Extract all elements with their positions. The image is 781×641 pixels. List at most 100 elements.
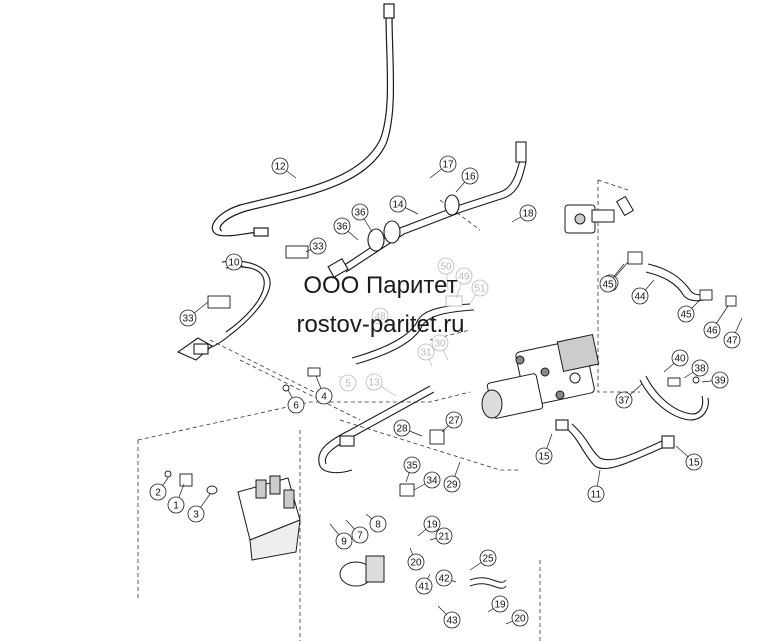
- callout-29: 29: [443, 461, 461, 493]
- callout-circle: [403, 456, 421, 474]
- callout-circle: [335, 532, 353, 550]
- callout-circle: [443, 611, 461, 629]
- callout-45: 45: [599, 263, 625, 293]
- callout-circle: [587, 485, 605, 503]
- callout-number: 33: [312, 242, 324, 253]
- callout-circle: [271, 157, 289, 175]
- callout-number: 31: [420, 348, 432, 359]
- callout-number: 43: [446, 616, 458, 627]
- callout-number: 34: [426, 476, 438, 487]
- callout-circle: [309, 237, 327, 255]
- callout-circle: [471, 279, 489, 297]
- callout-circle: [491, 595, 509, 613]
- callout-number: 13: [368, 378, 380, 389]
- callout-17: 17: [429, 155, 457, 179]
- callout-circle: [365, 373, 383, 391]
- callout-circle: [389, 195, 407, 213]
- callout-number: 3: [193, 510, 199, 521]
- callout-51: 51: [469, 279, 489, 305]
- callout-number: 25: [482, 554, 494, 565]
- pipe-13: [318, 385, 435, 474]
- watermark-company: ООО Паритет: [303, 272, 458, 299]
- callout-circle: [511, 609, 529, 627]
- callout-39: 39: [701, 371, 729, 389]
- callout-circle: [393, 419, 411, 437]
- callout-37: 37: [615, 383, 643, 409]
- callout-number: 36: [336, 222, 348, 233]
- callout-6: 6: [287, 389, 305, 414]
- callout-circle: [479, 549, 497, 567]
- callout-circle: [455, 267, 473, 285]
- callout-circle: [351, 203, 369, 221]
- relief-valve: [564, 195, 635, 234]
- callout-circle: [445, 411, 463, 429]
- callout-number: 19: [426, 520, 438, 531]
- callout-circle: [671, 349, 689, 367]
- callout-circle: [167, 496, 185, 514]
- callout-number: 20: [410, 558, 422, 569]
- callout-circle: [723, 331, 741, 349]
- callout-number: 35: [406, 461, 418, 472]
- callout-16: 16: [455, 167, 479, 193]
- callout-circle: [333, 217, 351, 235]
- callout-number: 20: [514, 614, 526, 625]
- callout-7: 7: [345, 519, 369, 544]
- callout-circle: [615, 391, 633, 409]
- callout-31: 31: [417, 343, 435, 367]
- callout-18: 18: [511, 204, 537, 223]
- callout-number: 15: [538, 452, 550, 463]
- callout-circle: [443, 475, 461, 493]
- callout-25: 25: [469, 549, 497, 571]
- callout-15: 15: [675, 445, 703, 471]
- callout-3: 3: [187, 493, 211, 523]
- callout-circle: [371, 307, 389, 325]
- callout-15: 15: [535, 433, 553, 465]
- watermark-site: rostov-paritet.ru: [296, 311, 465, 338]
- callout-circle: [435, 527, 453, 545]
- hydraulic-pump: [481, 333, 600, 419]
- callout-number: 21: [438, 532, 450, 543]
- callout-42: 42: [435, 569, 457, 587]
- callout-number: 7: [357, 531, 363, 542]
- callout-number: 18: [522, 209, 534, 220]
- callout-labels: 1234567891011121314151515161718191920202…: [149, 155, 743, 629]
- callout-number: 19: [494, 600, 506, 611]
- callout-circle: [519, 204, 537, 222]
- callout-36: 36: [351, 203, 373, 233]
- callout-12: 12: [271, 157, 297, 179]
- callout-circle: [225, 253, 243, 271]
- callout-number: 47: [726, 336, 738, 347]
- callout-number: 8: [375, 520, 381, 531]
- callout-circle: [461, 167, 479, 185]
- callout-30: 30: [431, 334, 449, 361]
- callout-circle: [631, 287, 649, 305]
- callout-number: 46: [706, 326, 718, 337]
- callout-number: 39: [714, 376, 726, 387]
- callout-number: 45: [680, 310, 692, 321]
- callout-number: 49: [458, 272, 470, 283]
- callout-49: 49: [455, 267, 473, 299]
- callout-number: 38: [694, 364, 706, 375]
- callout-44: 44: [631, 279, 655, 305]
- callout-circle: [439, 155, 457, 173]
- callout-20: 20: [407, 547, 425, 571]
- callout-circle: [423, 515, 441, 533]
- hose-37: [639, 375, 709, 421]
- callout-number: 30: [434, 339, 446, 350]
- filter-assembly: [339, 555, 507, 589]
- callout-41: 41: [415, 573, 433, 595]
- callout-33: 33: [179, 301, 209, 327]
- callout-1: 1: [167, 483, 185, 514]
- callout-10: 10: [225, 253, 247, 271]
- callout-number: 6: [293, 401, 299, 412]
- callout-number: 17: [442, 160, 454, 171]
- callout-27: 27: [441, 411, 463, 433]
- callout-circle: [437, 257, 455, 275]
- hose-11: [555, 419, 675, 470]
- callout-number: 51: [474, 284, 486, 295]
- callout-number: 41: [418, 582, 430, 593]
- callout-circle: [599, 275, 617, 293]
- callout-2: 2: [149, 477, 169, 501]
- callout-number: 36: [354, 208, 366, 219]
- callout-47: 47: [723, 317, 743, 349]
